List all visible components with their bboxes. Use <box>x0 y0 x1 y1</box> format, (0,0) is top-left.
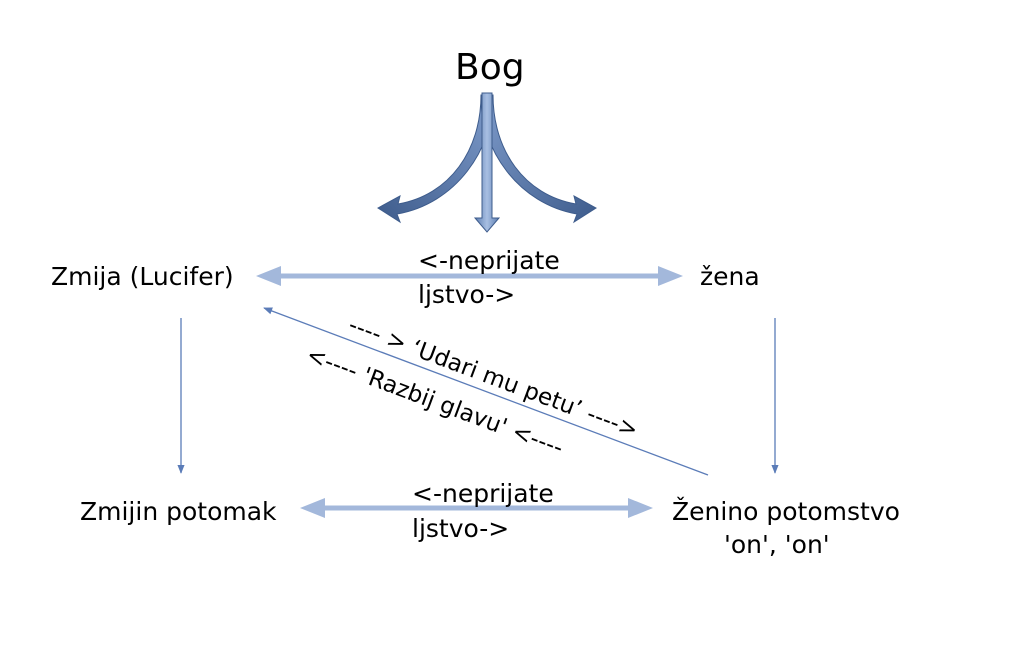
bottom-enmity-arrow <box>300 498 653 518</box>
woman-node: žena <box>700 262 760 291</box>
right-curved-arrow <box>480 94 597 224</box>
god-title: Bog <box>455 47 525 88</box>
woman-offspring-node: Ženino potomstvo <box>672 497 900 526</box>
woman-offspring-subtitle: 'on', 'on' <box>724 530 830 559</box>
center-down-arrow <box>473 92 501 233</box>
left-curved-arrow <box>377 94 494 224</box>
serpent-offspring-node: Zmijin potomak <box>80 497 277 526</box>
diagonal-arrow <box>263 307 709 476</box>
serpent-node: Zmija (Lucifer) <box>51 262 234 291</box>
god-arrow-icon <box>377 92 597 233</box>
top-enmity-label-1: <-neprijate <box>418 246 560 275</box>
top-enmity-arrow <box>256 266 683 286</box>
bottom-enmity-label-1: <-neprijate <box>412 479 554 508</box>
top-enmity-label-2: ljstvo-> <box>418 280 516 309</box>
bottom-enmity-label-2: ljstvo-> <box>412 514 510 543</box>
